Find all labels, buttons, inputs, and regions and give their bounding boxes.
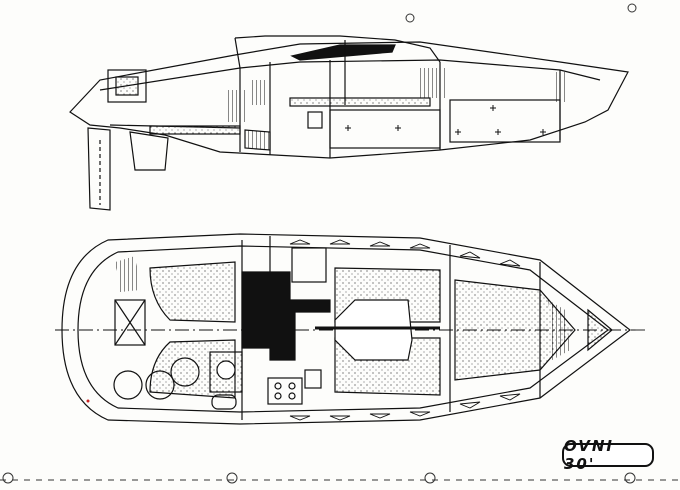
profile-rudder	[87, 127, 111, 211]
plan-galley-sink	[304, 369, 322, 389]
sheet-edge-marks	[0, 3, 680, 484]
profile-cabin-top	[234, 35, 441, 63]
profile-keel	[129, 131, 169, 171]
plan-galley-stove	[267, 377, 303, 405]
plan-hull-outline	[61, 233, 631, 425]
plan-view	[55, 233, 645, 425]
profile-view	[69, 35, 629, 211]
red-mark	[86, 399, 90, 403]
profile-deck-line	[99, 59, 601, 91]
model-label: OVNI 30'	[562, 437, 654, 473]
plan-companionway	[241, 271, 331, 361]
plan-cockpit-locker	[113, 370, 143, 400]
profile-window	[290, 44, 396, 61]
plan-saloon-table	[334, 299, 413, 361]
